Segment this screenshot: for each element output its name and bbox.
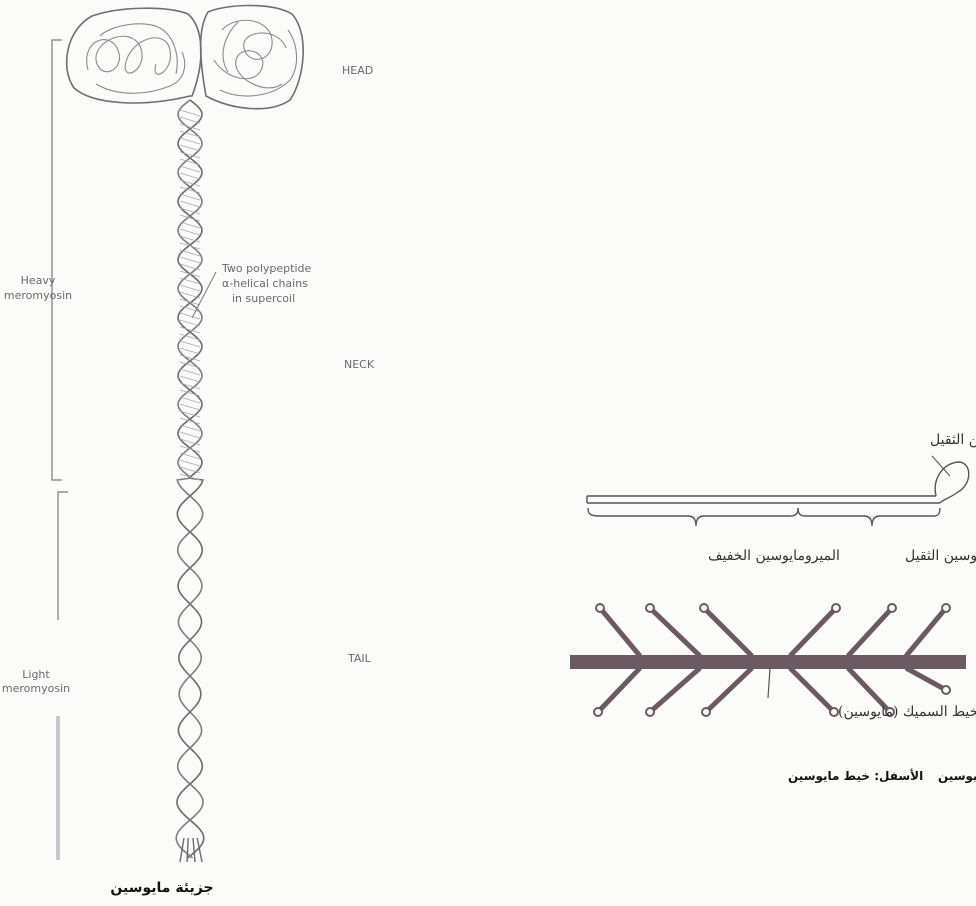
chain-hatch [180,145,200,151]
chain-hatch [180,425,200,431]
myosin-heads [67,6,304,109]
myosin-arm-head [700,604,708,612]
light-meromyosin-arabic-label: الميرومايوسين الخفيف [708,548,840,564]
chain-hatch [180,348,200,354]
molecule-head [935,462,969,503]
myosin-arm [906,608,946,656]
head-coil-texture [87,20,297,96]
heavy-meromyosin-label-line1: Heavy [21,274,56,287]
chain-hatch [180,229,200,235]
myosin-arm-head [832,604,840,612]
heavy-meromyosin-arabic-label: الميرومايوسين الثقيل [905,548,976,564]
chain-label-line2: α-helical chains [222,277,308,290]
chain-hatch [180,369,200,375]
chain-hatch [180,243,200,249]
myosin-filament-diagram: رأس جزيئة الميرومايوسين الثقيل الميروماي… [570,429,976,784]
myosin-arm [790,608,836,656]
single-myosin-molecule [587,456,969,526]
chain-hatch [180,194,200,200]
chain-end [193,838,195,862]
molecule-rod [587,496,940,503]
chain-hatch [180,299,200,305]
myosin-arm-head [596,604,604,612]
chain-hatch [180,320,200,326]
chain-label-line3: in supercoil [232,292,295,305]
chain-hatch [180,222,200,228]
chain-hatch [180,376,200,382]
light-meromyosin-label-line1: Light [22,668,50,681]
myosin-molecule-caption: جزيئة مايوسين [110,880,213,896]
chain-hatch [180,138,200,144]
myosin-arm [706,668,752,712]
filament-pointer [768,668,770,698]
myosin-molecule-diagram: HEAD NECK TAIL Heavy meromyosin Light me… [2,6,375,897]
chain-hatch [180,432,200,438]
chain-hatch [180,446,200,452]
chain-hatch [180,397,200,403]
chain-hatch [180,285,200,291]
myosin-arm-head [594,708,602,716]
chain-hatch [180,404,200,410]
myosin-arm [600,608,640,656]
heavy-meromyosin-bracket [52,40,62,480]
myosin-arm-head [888,604,896,612]
head-arabic-label: رأس جزيئة الميرومايوسين الثقيل [930,429,976,448]
myosin-arm-head [702,708,710,716]
myosin-arm-head [942,604,950,612]
chain-hatch [180,460,200,466]
heavy-meromyosin-label-line2: meromyosin [4,289,72,302]
chain-hatch [180,313,200,319]
caption-bottom: الأسفل: خيط مايوسين [788,768,923,784]
heavy-meromyosin-brace [798,508,940,526]
filament-backbone [570,655,966,669]
chain-hatch [180,110,200,116]
chain-hatch [180,271,200,277]
myosin-arm [650,608,700,656]
chain-hatch [180,117,200,123]
chain-hatch [180,257,200,263]
myosin-arm [906,668,946,690]
neck-label: NECK [344,358,375,371]
chain-hatch [180,166,200,172]
head-label: HEAD [342,64,373,77]
tail-label: TAIL [347,652,372,665]
region-brackets [52,40,68,860]
myosin-arm-head [646,708,654,716]
caption-top: الأعلى: جزيئة مايوسين [938,768,976,784]
myosin-arm [704,608,752,656]
chain-hatch [180,201,200,207]
light-meromyosin-bracket [58,492,68,620]
chain-hatch [180,341,200,347]
myosin-arm [848,608,892,656]
chain-label-line1: Two polypeptide [221,262,311,275]
supercoil-chains [176,100,204,862]
chain-hatch [180,173,200,179]
myosin-arm [790,668,834,712]
myosin-arm-head [646,604,654,612]
thick-filament-arabic-label: الخيط السميك (مايوسين) [838,704,976,720]
myosin-arm-head [830,708,838,716]
light-meromyosin-label-line2: meromyosin [2,682,70,695]
thick-filament [570,604,966,716]
myosin-arm [650,668,700,712]
myosin-arm-head [942,686,950,694]
light-meromyosin-brace [588,508,798,526]
myosin-arm [598,668,640,712]
